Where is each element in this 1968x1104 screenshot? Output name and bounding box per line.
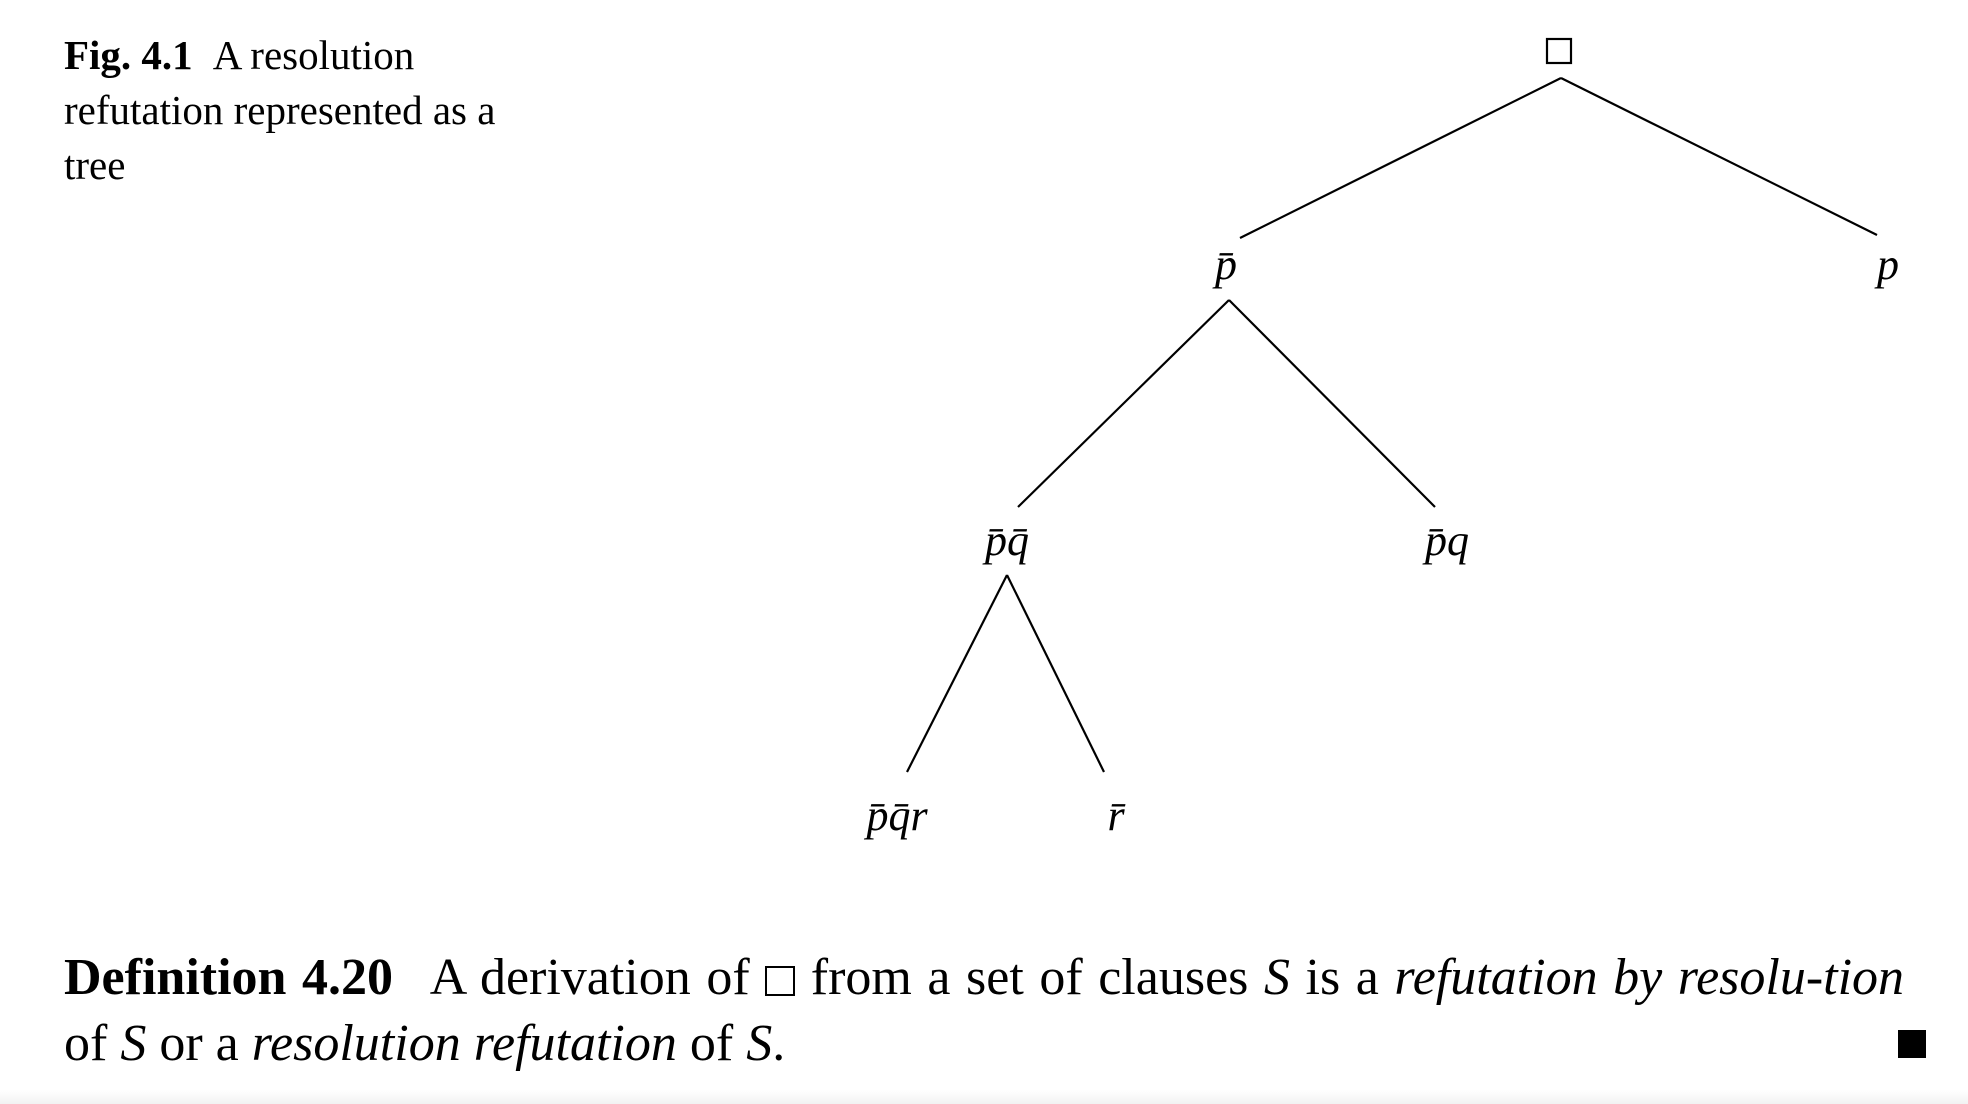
- definition-text-5: or a: [159, 1015, 239, 1072]
- definition-text-1: A derivation of: [429, 949, 750, 1006]
- edge-pbar-pbarqbar: [1017, 299, 1230, 508]
- set-s-symbol: S: [746, 1015, 773, 1072]
- set-s-symbol: S: [120, 1015, 147, 1072]
- definition-text-6: of: [689, 1015, 734, 1072]
- term-refutation-by-resolution: refutation by resolu-tion: [1394, 949, 1905, 1006]
- edge-pbarqbar-pbarqbarr: [906, 574, 1008, 773]
- edge-root-pbar: [1239, 77, 1562, 239]
- definition-text-3: is a: [1305, 949, 1379, 1006]
- definition-text-4: of: [64, 1015, 108, 1072]
- edge-root-p: [1560, 77, 1878, 236]
- node-r-bar: r̄: [1107, 791, 1125, 840]
- node-p-bar-q-bar-r: p̄q̄r: [863, 791, 928, 840]
- node-p-bar-q-bar: p̄q̄: [982, 516, 1029, 565]
- node-p-bar: p̄: [1212, 240, 1237, 289]
- page-bottom-edge: [0, 1090, 1968, 1104]
- empty-clause-box-icon: [765, 966, 796, 996]
- edge-pbar-pbarq: [1228, 299, 1436, 508]
- edge-pbarqbar-rbar: [1006, 574, 1105, 773]
- set-s-symbol: S: [1263, 949, 1290, 1006]
- definition-period: .: [772, 1015, 786, 1072]
- definition-text-2: from a set of clauses: [810, 949, 1249, 1006]
- node-p-bar-q: p̄q: [1422, 516, 1469, 565]
- figure-caption-text: A resolution refutation represented as a…: [64, 32, 496, 188]
- term-resolution-refutation: resolution refutation: [251, 1015, 677, 1072]
- root-empty-clause-box: [1545, 37, 1573, 65]
- end-of-definition-icon: [1898, 1030, 1926, 1058]
- definition-4-20: Definition 4.20 A derivation of from a s…: [64, 945, 1904, 1077]
- node-p: p: [1874, 240, 1899, 289]
- definition-label: Definition 4.20: [64, 949, 394, 1006]
- resolution-tree: p̄ p p̄q̄ p̄q p̄q̄r r̄: [863, 37, 1899, 840]
- figure-label: Fig. 4.1: [64, 32, 193, 78]
